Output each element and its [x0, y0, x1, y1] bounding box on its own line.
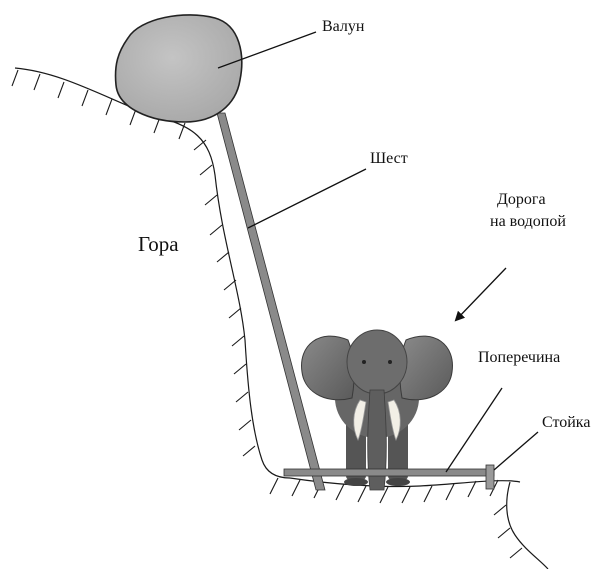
pole-pointer — [248, 169, 366, 228]
label-post: Стойка — [542, 414, 590, 431]
mountain-hatching — [12, 70, 255, 456]
post-pointer — [494, 432, 538, 470]
arrow-icon — [456, 268, 506, 320]
label-road-line1: Дорога — [497, 191, 546, 208]
label-crossbar: Поперечина — [478, 349, 560, 366]
crossbar — [284, 469, 494, 476]
elephant-icon — [302, 330, 453, 490]
crossbar-pointer — [446, 388, 502, 472]
label-road-line2: на водопой — [490, 213, 566, 230]
label-mountain: Гора — [138, 232, 179, 256]
pole — [217, 113, 325, 490]
boulder — [116, 15, 242, 122]
label-pole: Шест — [370, 150, 408, 167]
mountain-slope — [15, 68, 290, 478]
label-boulder: Валун — [322, 18, 365, 35]
post — [486, 465, 494, 489]
floor-hatching — [270, 478, 522, 558]
